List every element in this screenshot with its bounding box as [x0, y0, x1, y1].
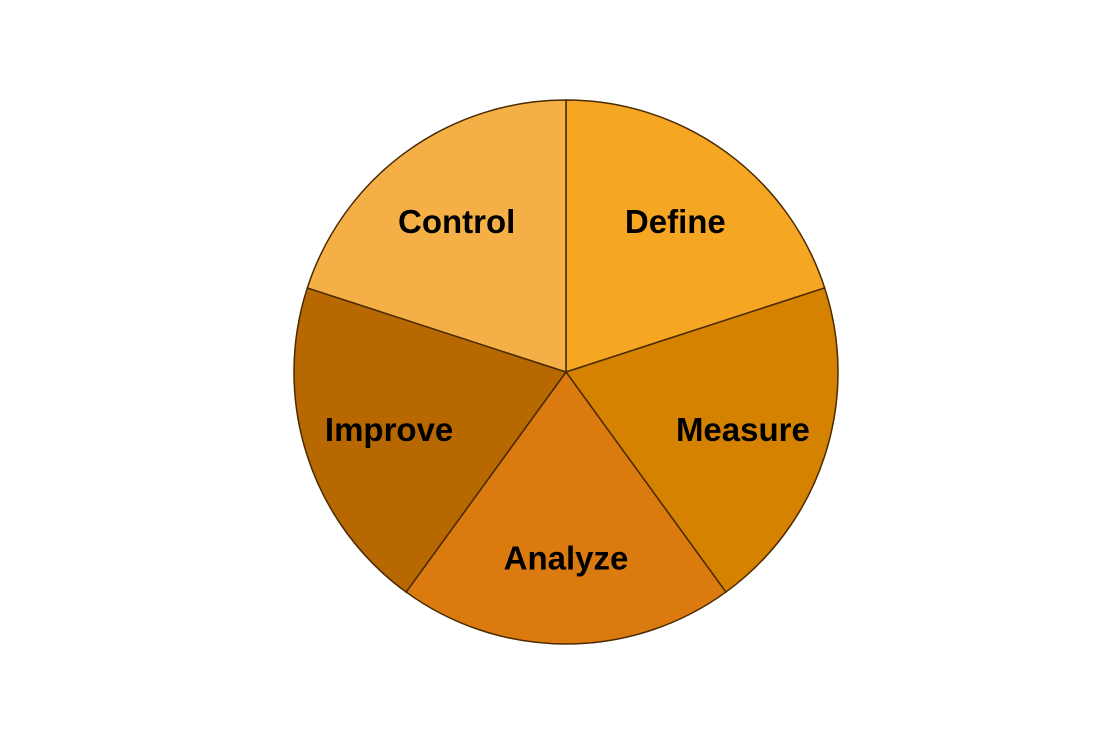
pie-slice-measure — [564, 287, 839, 594]
pie-slice-analyze — [405, 370, 727, 645]
pie-slice-control — [306, 99, 567, 374]
slice-label-measure: Measure — [676, 411, 810, 448]
slice-label-improve: Improve — [325, 411, 453, 448]
slice-label-control: Control — [398, 203, 515, 240]
pie-slice-improve — [293, 287, 568, 594]
slice-label-define: Define — [625, 203, 726, 240]
pie-slice-define — [565, 99, 826, 374]
slice-label-analyze: Analyze — [504, 540, 629, 577]
